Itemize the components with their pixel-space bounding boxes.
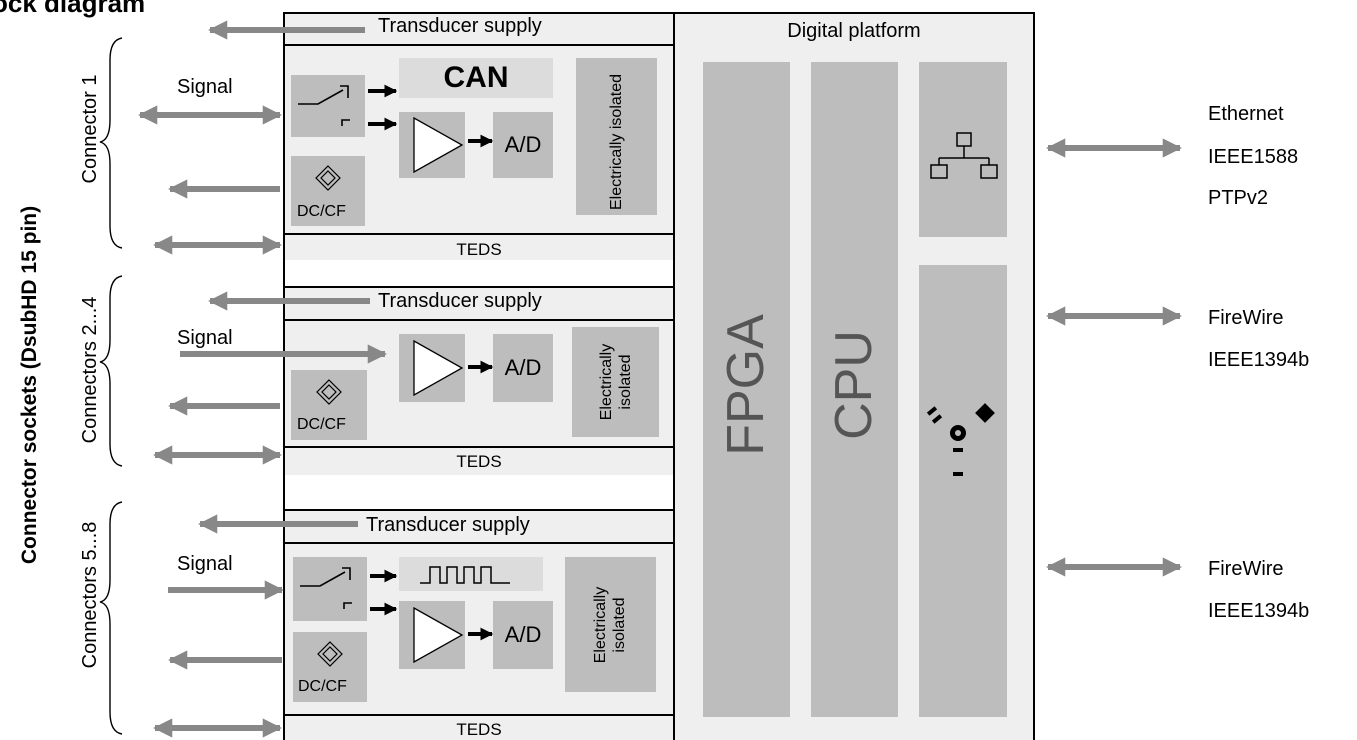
ptpv2-label: PTPv2 [1208,187,1269,209]
bridge-circuit-icon [316,379,342,405]
bridge-circuit-icon [315,165,341,191]
can-block: CAN [399,58,553,98]
divider [285,714,673,716]
teds-label: TEDS [456,240,502,259]
switch-icon [298,85,350,126]
group-gap [285,475,673,511]
firewire-label: FireWire [1208,558,1284,580]
dc-cf-block [291,370,367,440]
brace-icon [99,37,123,249]
network-icon [930,132,998,179]
ieee1394b-label: IEEE1394b [1208,600,1310,622]
cpu-block [811,62,898,717]
transducer-supply-label: Transducer supply [366,514,530,536]
group-gap [285,260,673,288]
teds-label: TEDS [456,720,502,739]
transducer-supply-label: Transducer supply [378,290,542,312]
ad-converter-block: A/D [493,112,553,178]
firewire-block [919,265,1007,717]
page-title: Block diagram [0,0,146,18]
divider [285,542,673,544]
switch-block [293,557,367,621]
amplifier-icon [413,606,464,664]
divider [285,44,673,46]
amplifier-icon [413,339,464,397]
fpga-block [703,62,790,717]
ieee1394b-label: IEEE1394b [1208,349,1310,371]
ad-converter-block: A/D [493,601,553,669]
dc-cf-block [291,156,365,226]
firewire-label: FireWire [1208,307,1284,329]
signal-label: Signal [177,327,233,349]
divider [285,446,673,448]
firewire-icon [926,403,995,476]
ieee1588-label: IEEE1588 [1208,146,1299,168]
isolation-block [572,327,659,437]
ethernet-label: Ethernet [1208,103,1284,125]
switch-block [291,75,365,137]
brace-icon [99,275,123,467]
divider [285,233,673,235]
dc-cf-label: DC/CF [298,678,347,695]
transducer-supply-label: Transducer supply [378,15,542,37]
bridge-circuit-icon [317,641,343,667]
teds-label: TEDS [456,452,502,471]
amplifier-icon [413,116,464,174]
ethernet-block [919,62,1007,237]
isolation-block [565,557,656,692]
dc-cf-block [293,632,367,702]
dc-cf-label: DC/CF [297,203,346,220]
signal-label: Signal [177,76,233,98]
dc-cf-label: DC/CF [297,416,346,433]
brace-icon [99,501,123,735]
switch-icon [300,567,352,609]
pulse-signal-icon [420,566,510,584]
pulse-block [399,557,543,591]
ad-converter-block: A/D [493,334,553,402]
signal-label: Signal [177,553,233,575]
isolation-block [576,58,657,215]
divider [285,319,673,321]
digital-platform-title: Digital platform [787,20,921,42]
